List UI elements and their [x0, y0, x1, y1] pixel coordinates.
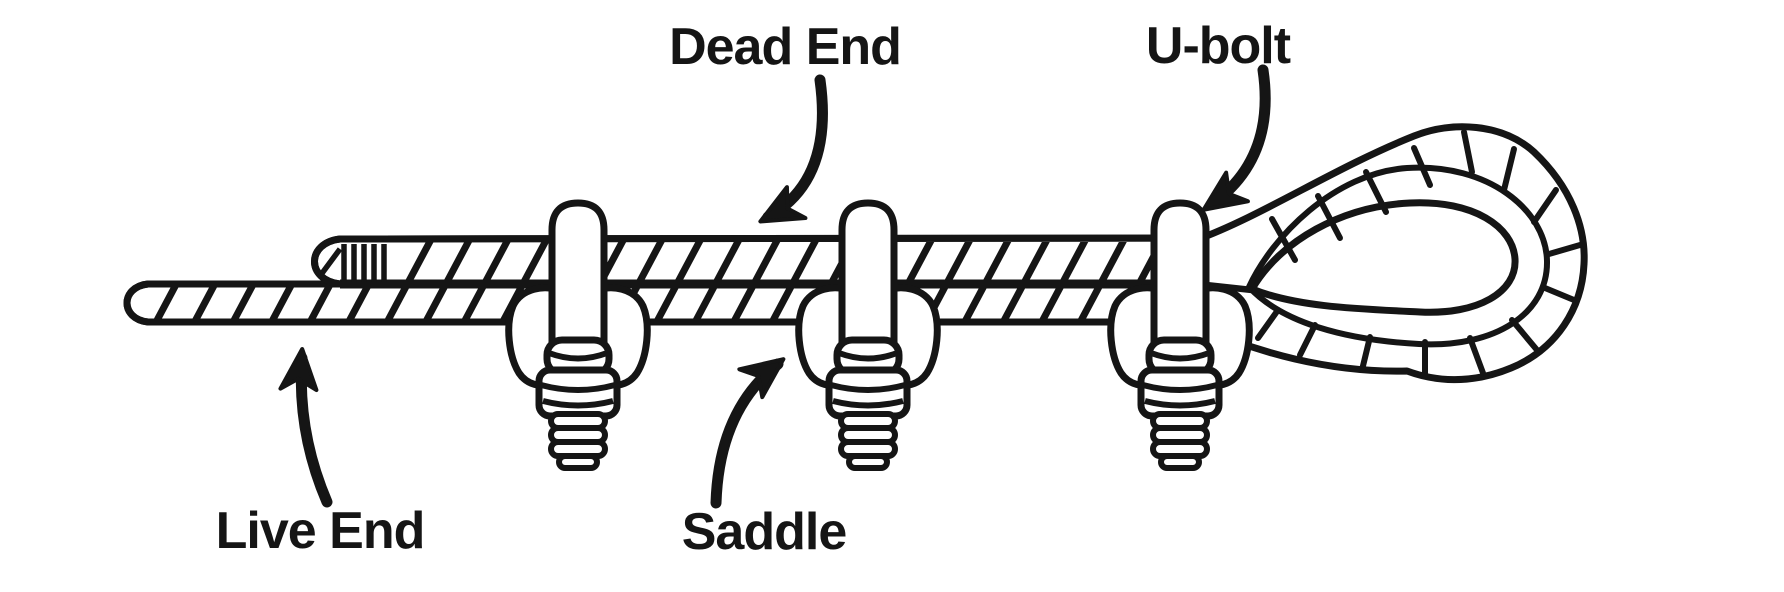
- thimble-eye-loop: [1194, 123, 1588, 384]
- dead-end-seizing: [317, 244, 387, 282]
- label-saddle: Saddle: [681, 503, 847, 561]
- rope-dead-end: [311, 234, 1219, 289]
- loop-hatch-marks: [1255, 129, 1583, 379]
- label-live-end: Live End: [215, 502, 426, 560]
- live-end-arrow: [280, 348, 333, 508]
- saddle-arrow: [710, 344, 794, 509]
- label-dead-end: Dead End: [669, 18, 902, 76]
- u-bolt-arrow: [1194, 64, 1271, 225]
- rope-live-end: [123, 280, 1214, 326]
- dead-end-arrow: [752, 74, 828, 238]
- callout-arrows: [280, 64, 1271, 509]
- label-u-bolt: U-bolt: [1145, 17, 1291, 75]
